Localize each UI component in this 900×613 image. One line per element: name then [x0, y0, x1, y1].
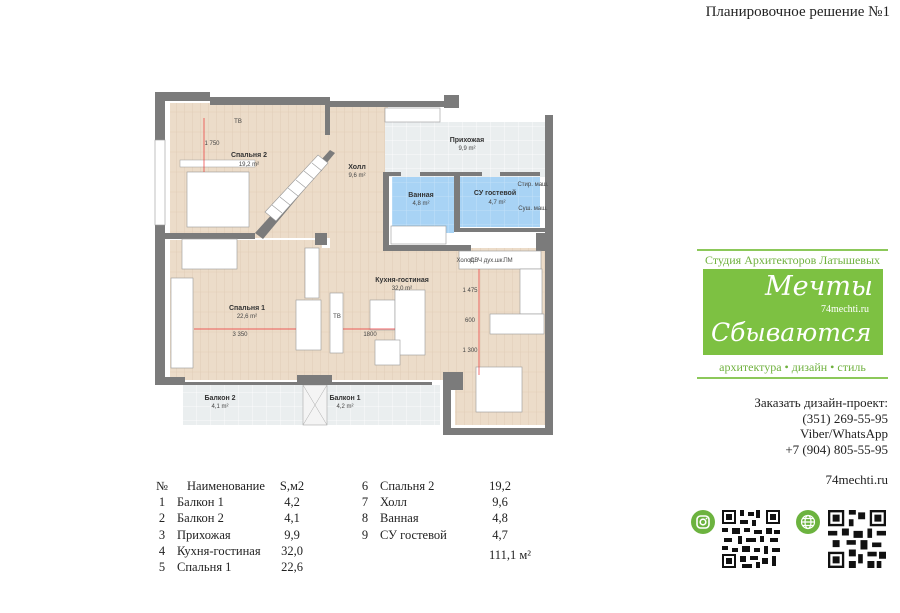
row-num: 3 [158, 527, 166, 542]
row-num: 6 [361, 479, 369, 493]
room-name: Холл [348, 164, 366, 171]
dimension: 1 750 [204, 141, 220, 147]
room-area: 4,8 m² [412, 201, 429, 207]
row-name: Холл [380, 495, 407, 510]
row-name: Прихожая [177, 527, 231, 542]
row-area: 22,6 [281, 560, 303, 575]
row-num: 9 [361, 527, 369, 542]
studio-logo: Студия Архитекторов Латышевых Мечты 74me… [697, 249, 888, 379]
header-num: № [156, 479, 168, 493]
dining-table [475, 366, 523, 413]
row-name: СУ гостевой [380, 527, 447, 542]
row-area: 32,0 [281, 543, 303, 558]
tv-label: ТВ [333, 314, 341, 320]
contacts: Заказать дизайн-проект: (351) 269-55-95 … [754, 395, 888, 457]
total-area: 111,1 м² [489, 547, 531, 562]
tv-label: ТВ [234, 119, 242, 125]
dimension: 3 350 [232, 332, 248, 338]
room-area: 22,6 m² [237, 314, 257, 320]
logo-box: Мечты 74mechti.ru Сбываются [703, 269, 883, 355]
row-area: 9,9 [284, 527, 300, 542]
page-title: Планировочное решение №1 [705, 4, 890, 20]
appliance-label: ПМ [503, 258, 512, 264]
room-labels: Спальня 2 19,2 m² Холл 9,6 m² Прихожая 9… [204, 119, 548, 410]
appliance-label: Суш. маш. [518, 206, 548, 212]
row-area: 4,2 [284, 495, 300, 510]
row-num: 2 [158, 511, 166, 526]
row-name: Балкон 2 [177, 511, 224, 526]
room-area: 19,2 m² [239, 162, 259, 168]
room-area: 4,1 m² [211, 404, 228, 410]
row-area: 19,2 [489, 479, 511, 493]
appliance-label: Стир. маш. [517, 182, 548, 188]
row-name: Кухня-гостиная [177, 543, 261, 558]
room-name: Кухня-гостиная [375, 277, 429, 284]
dimension: 600 [465, 318, 476, 324]
globe-icon[interactable] [796, 510, 820, 534]
area-table: № Наименование S,м2 1 Балкон 1 4,2 2 Балкон… [155, 479, 322, 575]
row-area: 9,6 [492, 495, 508, 510]
floor-bathroom [392, 177, 454, 233]
logo-tagline: архитектура • дизайн • стиль [719, 360, 866, 374]
room-name: Спальня 1 [229, 305, 265, 312]
header-area: S,м2 [279, 479, 305, 493]
floor-balcony-2 [183, 385, 303, 425]
room-name: Ванная [408, 192, 433, 199]
row-num: 1 [158, 495, 166, 510]
area-table-right: 6 Спальня 2 19,2 7 Холл 9,6 8 Ванная 4,8 9 СУ г… [358, 479, 540, 563]
row-area: 4,8 [492, 511, 508, 526]
floor-guest-wc [460, 177, 540, 227]
website-qr-code [828, 510, 886, 568]
row-num: 4 [158, 543, 166, 558]
row-num: 7 [361, 495, 369, 510]
dimension: 1 300 [462, 348, 478, 354]
room-area: 9,6 m² [348, 173, 365, 179]
order-label: Заказать дизайн-проект: [754, 395, 888, 410]
room-area: 32,0 m² [392, 286, 412, 292]
room-area: 9,9 m² [458, 146, 475, 152]
appliance-label: Холод. [456, 258, 475, 264]
dimension: 1 475 [462, 288, 478, 294]
phone-1[interactable]: (351) 269-55-95 [802, 410, 888, 426]
room-name: Балкон 1 [329, 395, 360, 402]
logo-top-text: Студия Архитекторов Латышевых [704, 253, 881, 267]
header-name: Наименование [187, 479, 265, 493]
row-num: 5 [158, 560, 166, 575]
row-name: Балкон 1 [177, 495, 224, 510]
website-link[interactable]: 74mechti.ru [825, 472, 888, 487]
room-name: СУ гостевой [474, 189, 516, 197]
room-name: Прихожая [450, 137, 485, 144]
row-area: 4,1 [284, 511, 300, 526]
walls [155, 92, 553, 435]
row-num: 8 [361, 511, 369, 526]
room-area: 4,2 m² [336, 404, 353, 410]
room-area: 4,7 m² [488, 200, 505, 206]
row-area: 4,7 [492, 527, 508, 542]
phone-2[interactable]: +7 (904) 805-55-95 [785, 441, 888, 457]
floor-hall [330, 103, 388, 253]
room-name: Балкон 2 [204, 395, 235, 402]
floor-balcony-1 [327, 385, 440, 425]
messengers-label: Viber/WhatsApp [799, 426, 888, 441]
row-name: Ванная [380, 511, 419, 526]
floor-hallway [385, 122, 545, 177]
appliance-label: СВЧ дух.шк. [470, 258, 504, 264]
bed [186, 171, 250, 228]
room-name: Спальня 2 [231, 152, 267, 159]
instagram-qr-code [722, 510, 780, 568]
logo-site: 74mechti.ru [821, 304, 870, 315]
logo-script-2: Сбываются [711, 318, 872, 347]
dimension: 1800 [363, 332, 377, 338]
logo-script-1: Мечты [765, 271, 874, 302]
row-name: Спальня 2 [380, 479, 435, 493]
row-name: Спальня 1 [177, 560, 232, 575]
instagram-icon[interactable] [691, 510, 715, 534]
